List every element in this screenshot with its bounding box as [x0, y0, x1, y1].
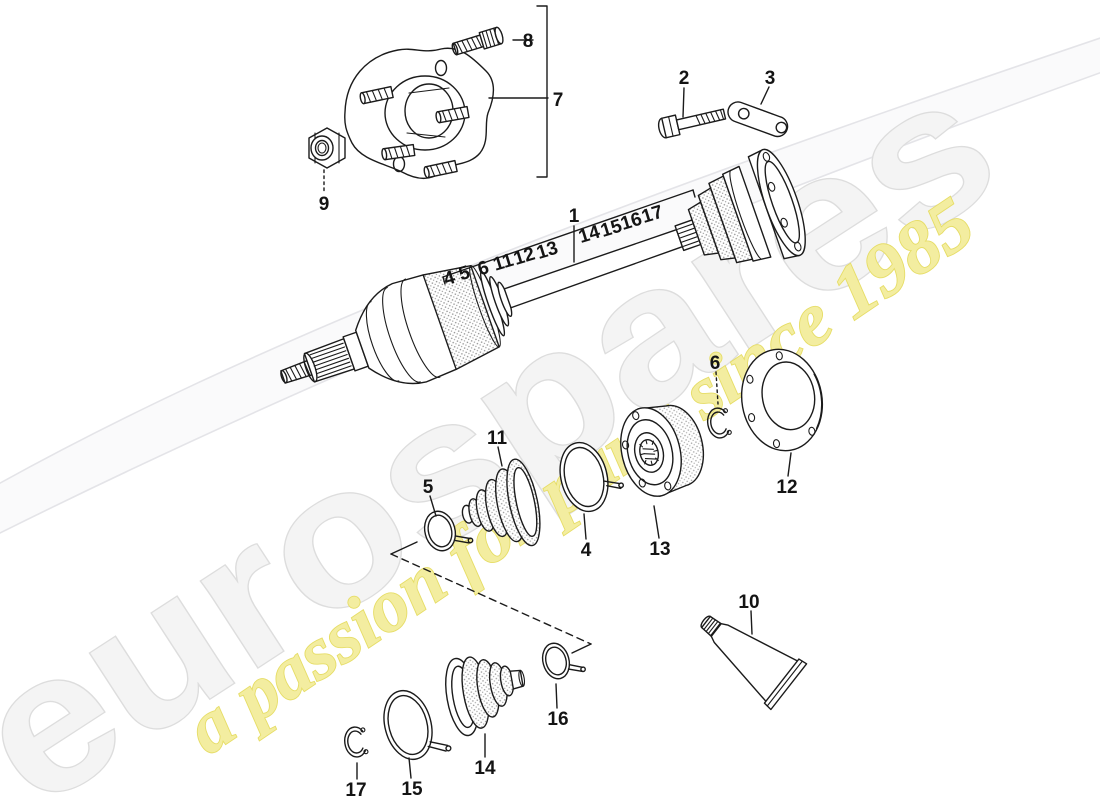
callout-16: 16 [547, 709, 568, 730]
callout-13: 13 [649, 539, 670, 560]
callout-labels: 1 2 3 7 8 9 5 11 4 13 6 12 10 14 15 16 1… [319, 31, 798, 800]
part-14-kit-boot [445, 656, 526, 737]
callout-8: 8 [523, 31, 534, 52]
callout-7: 7 [553, 90, 564, 111]
axle-sequence-bracket [442, 189, 696, 285]
callout-17: 17 [345, 780, 366, 800]
part-3-retaining-plate [727, 101, 789, 138]
part-7-hub [344, 47, 495, 180]
watermark-swoosh [0, 38, 1100, 534]
part-13-cv-joint [620, 404, 704, 497]
kit-pointer-line [390, 541, 592, 654]
part-12-cover-plate [740, 348, 824, 452]
part-17-kit-circlip [344, 726, 369, 758]
watermark: eurospares a passion for parts since 198… [0, 31, 1100, 800]
part-10-grease-tube [700, 615, 808, 711]
part-16-kit-clamp-small [541, 642, 586, 680]
callout-11: 11 [487, 428, 508, 449]
callout-15: 15 [401, 779, 423, 800]
callout-3: 3 [765, 68, 776, 89]
callout-5: 5 [423, 477, 434, 498]
wheel-stud [359, 85, 470, 179]
callout-10: 10 [738, 592, 759, 613]
part-4-boot-band [559, 441, 625, 513]
callout-4: 4 [581, 540, 592, 561]
callout-12: 12 [776, 477, 797, 498]
bracket-7-8 [488, 5, 549, 178]
callout-2: 2 [679, 68, 690, 89]
callout-6: 6 [710, 353, 721, 374]
part-2-screw [657, 108, 727, 139]
part-6-circlip [706, 407, 732, 439]
part-15-kit-clamp-large [383, 689, 452, 761]
leader-lines [323, 86, 792, 780]
part-8-wheel-stud-bolt [451, 26, 504, 56]
callout-1: 1 [569, 206, 580, 227]
callout-9: 9 [319, 194, 330, 215]
part-9-lock-nut [308, 127, 346, 169]
part-11-cv-boot [461, 458, 541, 547]
part-1-axle-shaft-assembly [280, 148, 806, 385]
callout-14: 14 [474, 758, 496, 779]
